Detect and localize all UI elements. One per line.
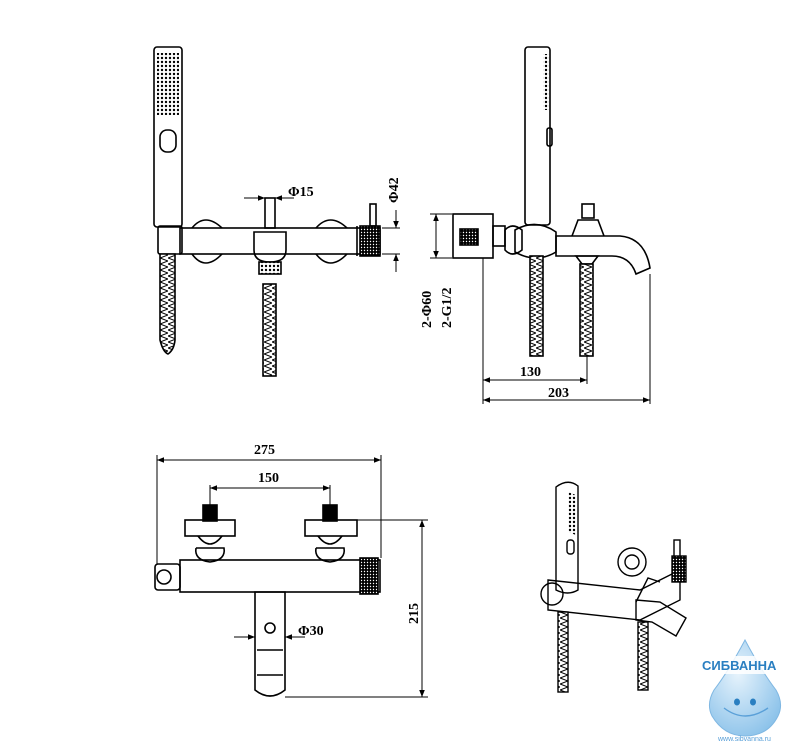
logo-url: www.sibvanna.ru xyxy=(717,736,771,743)
dim-side-depth-long: 203 xyxy=(548,386,569,401)
plan-mixer-body xyxy=(179,559,381,593)
dim-front-diameter: Φ42 xyxy=(387,177,402,203)
bath-hose xyxy=(262,283,277,377)
hand-shower-spray-face xyxy=(157,53,179,115)
side-spout xyxy=(555,235,651,276)
plan-holder xyxy=(154,563,181,591)
side-hand-shower xyxy=(524,46,551,226)
dim-plan-spout-diameter: Φ30 xyxy=(298,624,324,639)
shower-hose xyxy=(159,253,176,355)
plan-spout xyxy=(254,591,286,697)
side-bath-hose xyxy=(579,263,594,357)
hand-shower-body xyxy=(153,46,183,228)
iso-flange-left xyxy=(540,582,564,606)
shower-holder xyxy=(157,225,183,255)
sibvanna-logo: СИБВАННА www.sibvanna.ru xyxy=(701,638,797,743)
dim-side-depth-short: 130 xyxy=(520,365,541,380)
diverter-pipe xyxy=(264,197,276,229)
dim-side-thread: 2-G1/2 xyxy=(440,288,455,328)
spout-outlet xyxy=(258,261,282,275)
side-shower-hose xyxy=(529,255,544,357)
plan-knob xyxy=(359,557,379,595)
front-view xyxy=(153,46,400,377)
iso-bath-hose xyxy=(637,621,649,691)
side-view xyxy=(430,46,651,404)
logo-name: СИБВАННА xyxy=(702,658,777,673)
hand-shower-button xyxy=(159,129,177,153)
dim-plan-overall-width: 275 xyxy=(254,443,275,458)
iso-hand-shower xyxy=(555,481,579,594)
lever-stem xyxy=(369,203,377,227)
water-drop-icon xyxy=(708,638,782,737)
iso-flange-right xyxy=(617,547,647,577)
dim-front-pipe: Φ15 xyxy=(288,185,314,200)
dim-plan-projection: 215 xyxy=(407,603,422,624)
plan-view xyxy=(154,455,428,698)
iso-shower-hose xyxy=(557,611,569,693)
dim-side-diameter: 2-Φ60 xyxy=(420,291,435,328)
plan-flange-right xyxy=(304,519,358,537)
plan-flange-left xyxy=(184,519,236,537)
iso-spout xyxy=(635,599,687,637)
dim-plan-center-distance: 150 xyxy=(258,471,279,486)
thermostat-knob xyxy=(359,225,381,257)
isometric-view xyxy=(540,481,687,693)
